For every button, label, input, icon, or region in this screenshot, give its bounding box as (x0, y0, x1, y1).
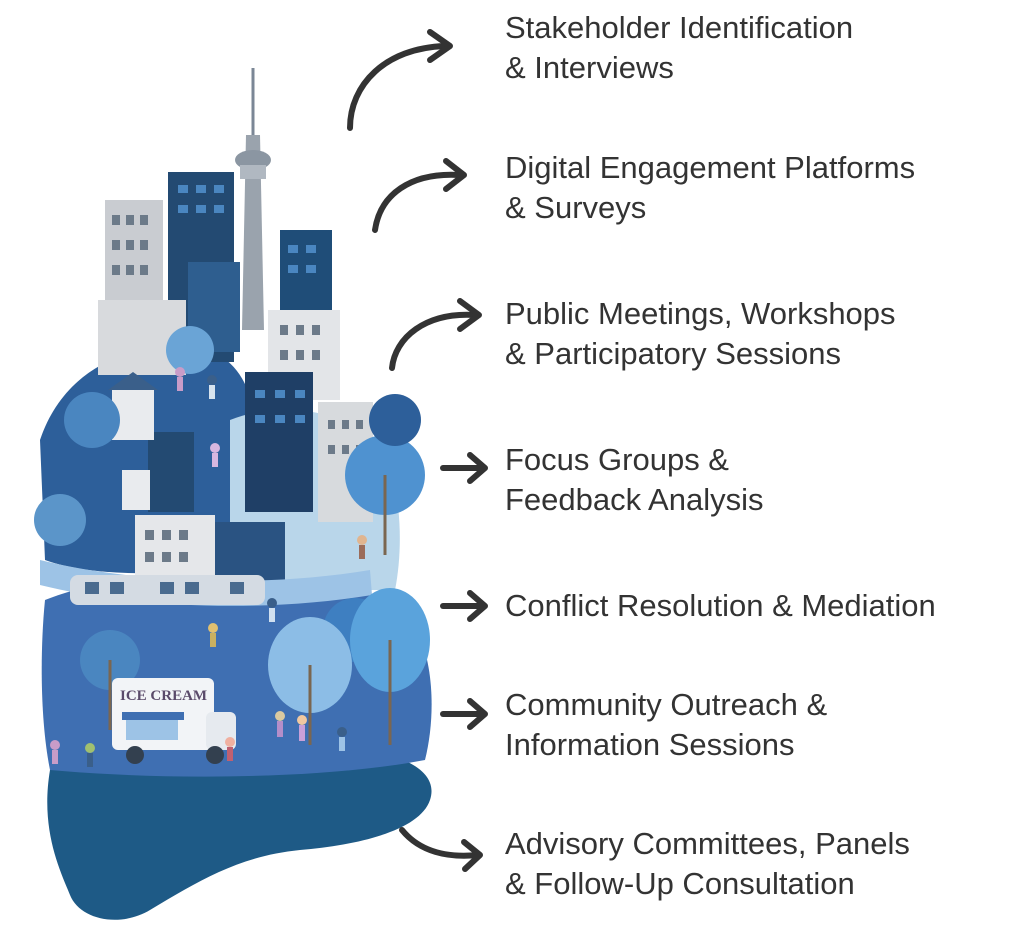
step-label-public-meetings: Public Meetings, Workshops & Participato… (505, 294, 896, 374)
step-line2: & Interviews (505, 50, 674, 85)
step-line2: Feedback Analysis (505, 482, 764, 517)
step-line1: Stakeholder Identification (505, 10, 854, 45)
step-line1: Advisory Committees, Panels (505, 826, 910, 861)
step-label-focus-groups: Focus Groups & Feedback Analysis (505, 440, 763, 520)
step-line2: Information Sessions (505, 727, 795, 762)
building-windows (112, 215, 363, 562)
curved-arrow-icon (372, 158, 467, 233)
city-illustration: ICE CREAM (34, 68, 432, 920)
step-line1: Focus Groups & (505, 442, 729, 477)
step-label-conflict: Conflict Resolution & Mediation (505, 586, 936, 626)
trees (34, 326, 430, 745)
train (40, 560, 372, 606)
curved-down-arrow-icon (399, 827, 483, 872)
step-line2: & Follow-Up Consultation (505, 866, 855, 901)
straight-arrow-icon (440, 590, 488, 622)
building-windows-light (178, 185, 316, 423)
step-label-digital: Digital Engagement Platforms & Surveys (505, 148, 915, 228)
step-line1: Community Outreach & (505, 687, 828, 722)
ground-blob (47, 740, 432, 920)
step-line2: & Participatory Sessions (505, 336, 841, 371)
cn-tower (235, 68, 271, 330)
straight-arrow-icon (440, 698, 488, 730)
straight-arrow-icon (440, 452, 488, 484)
step-label-outreach: Community Outreach & Information Session… (505, 685, 827, 765)
step-line1: Public Meetings, Workshops (505, 296, 896, 331)
step-label-advisory: Advisory Committees, Panels & Follow-Up … (505, 824, 910, 904)
truck-sign: ICE CREAM (120, 688, 207, 704)
step-line1: Digital Engagement Platforms (505, 150, 916, 185)
step-label-stakeholder: Stakeholder Identification & Interviews (505, 8, 853, 88)
curved-arrow-icon (389, 298, 482, 371)
step-line2: & Surveys (505, 190, 647, 225)
step-line1: Conflict Resolution & Mediation (505, 588, 936, 623)
people (50, 367, 367, 767)
curved-arrow-icon (347, 29, 453, 131)
ice-cream-truck: ICE CREAM (112, 678, 236, 764)
